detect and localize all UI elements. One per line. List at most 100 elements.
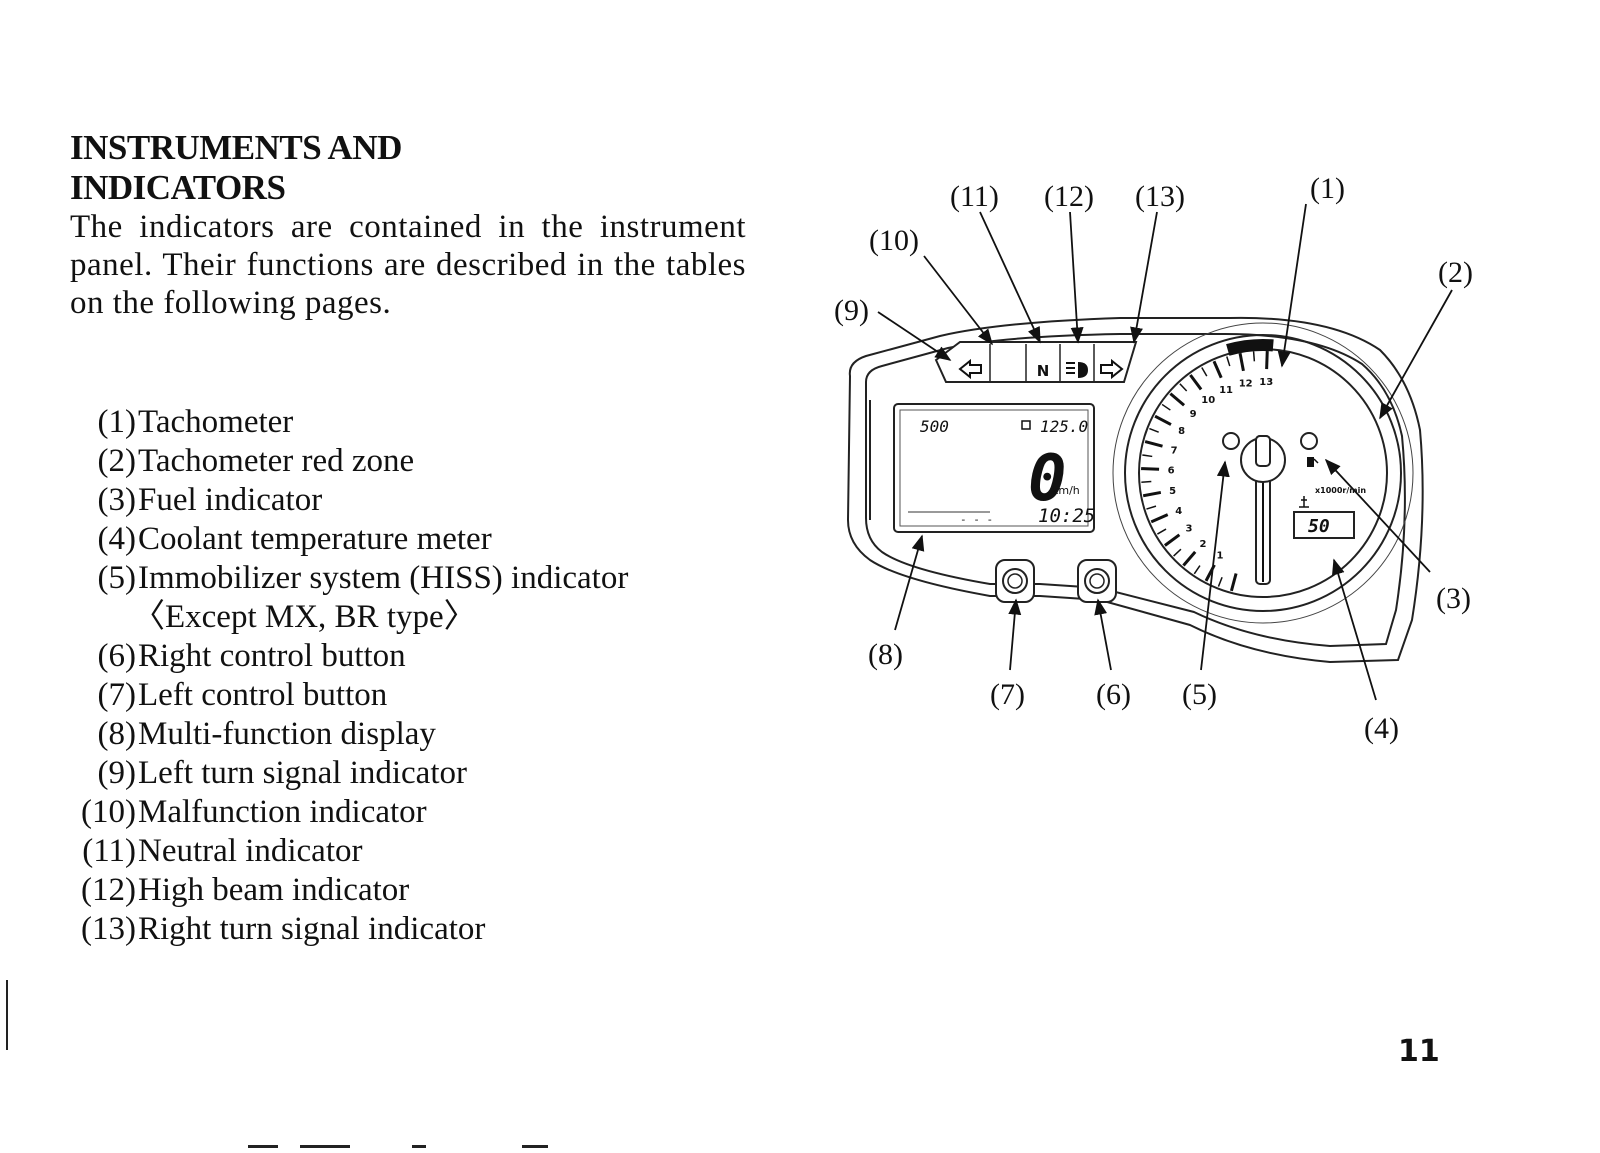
tach-minor-tick — [1193, 565, 1201, 575]
list-item: (5)Immobilizer system (HISS) indicator — [97, 560, 629, 596]
callout-5: (5) — [1182, 678, 1217, 711]
tach-major-tick — [1163, 533, 1181, 547]
page-edge-mark — [248, 1145, 278, 1148]
tach-tick-label: 12 — [1239, 379, 1253, 390]
list-item-note: 〈Except MX, BR type〉 — [132, 599, 477, 635]
tach-tick-label: 4 — [1175, 506, 1182, 517]
list-item: (9)Left turn signal indicator — [97, 755, 467, 791]
list-item: (6)Right control button — [97, 638, 406, 674]
tach-minor-tick — [1149, 427, 1159, 433]
tach-major-tick — [1141, 467, 1160, 471]
list-item: (2)Tachometer red zone — [97, 443, 415, 479]
neutral-icon: N — [1037, 362, 1050, 380]
tach-minor-tick — [1141, 480, 1152, 483]
right-turn-arrow-icon — [1100, 358, 1124, 380]
callout-10: (10) — [869, 224, 919, 257]
callout-leaders — [877, 203, 1453, 701]
indicator-strip: N — [934, 341, 1138, 383]
callout-2: (2) — [1438, 256, 1473, 289]
callout-11: (11) — [950, 180, 999, 213]
tach-major-tick — [1229, 573, 1238, 592]
tach-tick-label: 9 — [1190, 409, 1197, 420]
section-heading-line2: INDICATORS — [70, 168, 286, 207]
coolant-temperature-meter: 50 — [1293, 511, 1355, 539]
tachometer-unit: x1000r/min — [1315, 486, 1366, 495]
callout-4: (4) — [1364, 712, 1399, 745]
list-item: (13)Right turn signal indicator — [81, 911, 486, 947]
callout-3: (3) — [1436, 582, 1471, 615]
tach-major-tick — [1150, 513, 1169, 524]
page-edge-mark — [300, 1145, 350, 1148]
clock-readout: 10:25 — [1038, 505, 1095, 527]
tach-minor-tick — [1217, 576, 1223, 587]
list-item: (11)Neutral indicator — [82, 833, 363, 869]
tach-major-tick — [1212, 360, 1223, 379]
list-item: (8)Multi-function display — [97, 716, 436, 752]
tach-major-tick — [1265, 351, 1269, 370]
callout-labels: (1) (2) (3) (4) (5) (6) (7) (8) (9) (10)… — [834, 172, 1473, 745]
tach-tick-label: 11 — [1219, 385, 1233, 396]
fuel-indicator-lamp — [1300, 432, 1318, 450]
list-item: (4)Coolant temperature meter — [97, 521, 492, 557]
fuel-bar-readout: - - - — [960, 513, 993, 526]
tach-major-tick — [1144, 440, 1163, 448]
multi-function-display: 500 125.0 0 km/h 10:25 - - - — [893, 403, 1095, 533]
tach-tick-label: 1 — [1217, 550, 1224, 561]
hiss-indicator-lamp — [1222, 432, 1240, 450]
tach-tick-label: 5 — [1169, 486, 1176, 497]
tach-major-tick — [1154, 414, 1172, 426]
instrument-panel-figure: N 500 125.0 0 km/h 10:25 - - - — [820, 160, 1520, 760]
parts-list: (1)Tachometer (2)Tachometer red zone (3)… — [70, 403, 750, 949]
tach-minor-tick — [1201, 367, 1208, 377]
tach-minor-tick — [1226, 356, 1231, 367]
callout-13: (13) — [1135, 180, 1185, 213]
tach-minor-tick — [1161, 403, 1171, 411]
tach-major-tick — [1238, 352, 1245, 372]
speed-unit: km/h — [1052, 484, 1080, 497]
coolant-temp-readout: 50 — [1308, 516, 1330, 537]
tach-tick-label: 13 — [1259, 377, 1273, 388]
callout-12: (12) — [1044, 180, 1094, 213]
left-turn-arrow-icon — [958, 358, 982, 380]
tach-tick-label: 3 — [1186, 524, 1193, 535]
tach-minor-tick — [1146, 505, 1157, 510]
page-edge-mark — [412, 1145, 426, 1148]
callout-6: (6) — [1096, 678, 1131, 711]
tach-tick-label: 7 — [1171, 445, 1178, 456]
page-edge-mark — [522, 1145, 548, 1148]
page-edge-mark — [6, 980, 8, 1050]
tach-tick-label: 6 — [1168, 466, 1175, 477]
intro-paragraph: The indicators are contained in the inst… — [70, 209, 746, 321]
left-control-button[interactable] — [995, 559, 1035, 603]
tach-minor-tick — [1157, 528, 1167, 535]
high-beam-icon — [1066, 362, 1088, 378]
tach-minor-tick — [1142, 454, 1153, 458]
tach-tick-label: 8 — [1178, 426, 1185, 437]
tach-major-tick — [1142, 490, 1162, 498]
section-heading: INSTRUMENTS AND INDICATORS — [70, 128, 750, 208]
list-item: (10)Malfunction indicator — [81, 794, 427, 830]
section-heading-line1: INSTRUMENTS AND — [70, 128, 402, 167]
tach-tick-label: 2 — [1200, 539, 1207, 550]
tach-minor-tick — [1252, 351, 1256, 362]
coolant-icon — [1299, 496, 1309, 508]
instrument-panel-illustration: N 500 125.0 0 km/h 10:25 - - - — [834, 172, 1473, 745]
list-item: (1)Tachometer — [97, 404, 294, 440]
list-item: (12)High beam indicator — [81, 872, 410, 908]
tach-tick-label: 10 — [1201, 395, 1215, 406]
right-control-button[interactable] — [1077, 559, 1117, 603]
odometer-readout: 500 — [920, 417, 949, 436]
tach-minor-tick — [1173, 548, 1182, 557]
list-item: (3)Fuel indicator — [97, 482, 323, 518]
tach-major-tick — [1182, 550, 1197, 567]
tach-minor-tick — [1179, 383, 1188, 392]
callout-1: (1) — [1310, 172, 1345, 205]
callout-7: (7) — [990, 678, 1025, 711]
panel-housing — [846, 316, 1424, 664]
page-number: 11 — [1398, 1034, 1440, 1069]
speed-readout: 0 — [1028, 442, 1067, 516]
tach-major-tick — [1189, 374, 1203, 391]
fuel-pump-icon — [1307, 457, 1319, 467]
trip-readout: 125.0 — [1040, 417, 1088, 436]
